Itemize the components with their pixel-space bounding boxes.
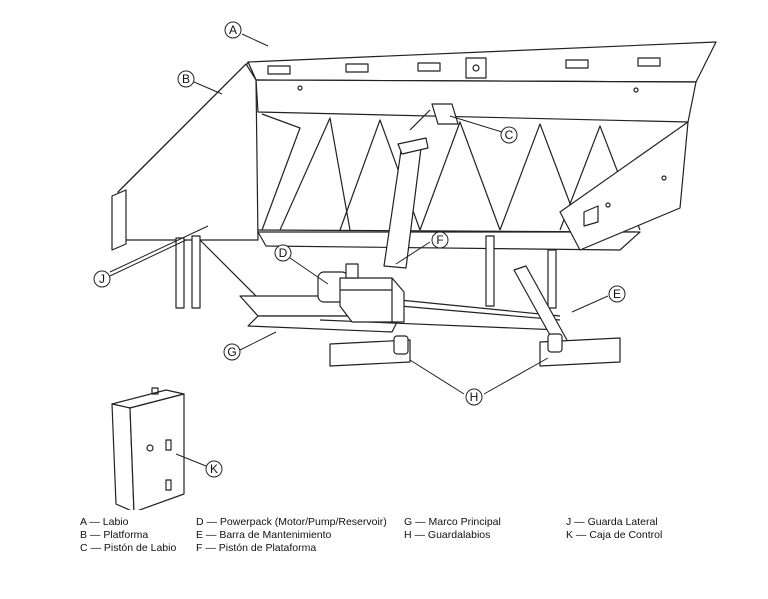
legend-item: E — Barra de Mantenimiento	[196, 529, 332, 541]
legend-column-4: J — Guarda Lateral K — Caja de Control	[566, 516, 662, 542]
callout-d: D	[279, 246, 288, 260]
dock-leveler-diagram: A B C D E F G H J K	[93, 21, 717, 510]
callout-circles	[93, 21, 626, 478]
legend-column-3: G — Marco Principal H — Guardalabios	[404, 516, 501, 542]
right-side-guard	[559, 121, 689, 251]
callout-a: A	[229, 23, 237, 37]
callout-k: K	[210, 462, 218, 476]
legend-item: B — Platforma	[80, 529, 149, 541]
platform-cylinder	[383, 137, 429, 269]
powerpack	[317, 263, 405, 323]
callout-g: G	[227, 345, 236, 359]
callout-c: C	[505, 128, 514, 142]
legend-item: C — Pistón de Labio	[80, 542, 177, 554]
legend-item: J — Guarda Lateral	[566, 516, 658, 528]
callout-e: E	[613, 287, 621, 301]
callout-j: J	[99, 272, 105, 286]
lip-cylinder	[409, 103, 459, 131]
callout-b: B	[182, 72, 190, 86]
callout-f: F	[436, 233, 443, 247]
legend-column-1: A — Labio B — Platforma C — Pistón de La…	[80, 516, 176, 555]
legend-item: A — Labio	[80, 516, 129, 528]
callout-h: H	[470, 390, 479, 404]
legend-item: G — Marco Principal	[404, 516, 501, 528]
legend-item: K — Caja de Control	[566, 529, 663, 541]
legend-item: F — Pistón de Plataforma	[196, 542, 317, 554]
lip	[245, 41, 717, 85]
legend-item: H — Guardalabios	[404, 529, 491, 541]
frame-legs	[175, 235, 557, 309]
legend-item: D — Powerpack (Motor/Pump/Reservoir)	[196, 516, 387, 528]
parts-legend: A — Labio B — Platforma C — Pistón de La…	[0, 516, 768, 586]
lip-keepers	[329, 333, 621, 367]
legend-column-2: D — Powerpack (Motor/Pump/Reservoir) E —…	[196, 516, 387, 555]
control-box	[111, 387, 185, 510]
leader-lines	[109, 33, 609, 467]
